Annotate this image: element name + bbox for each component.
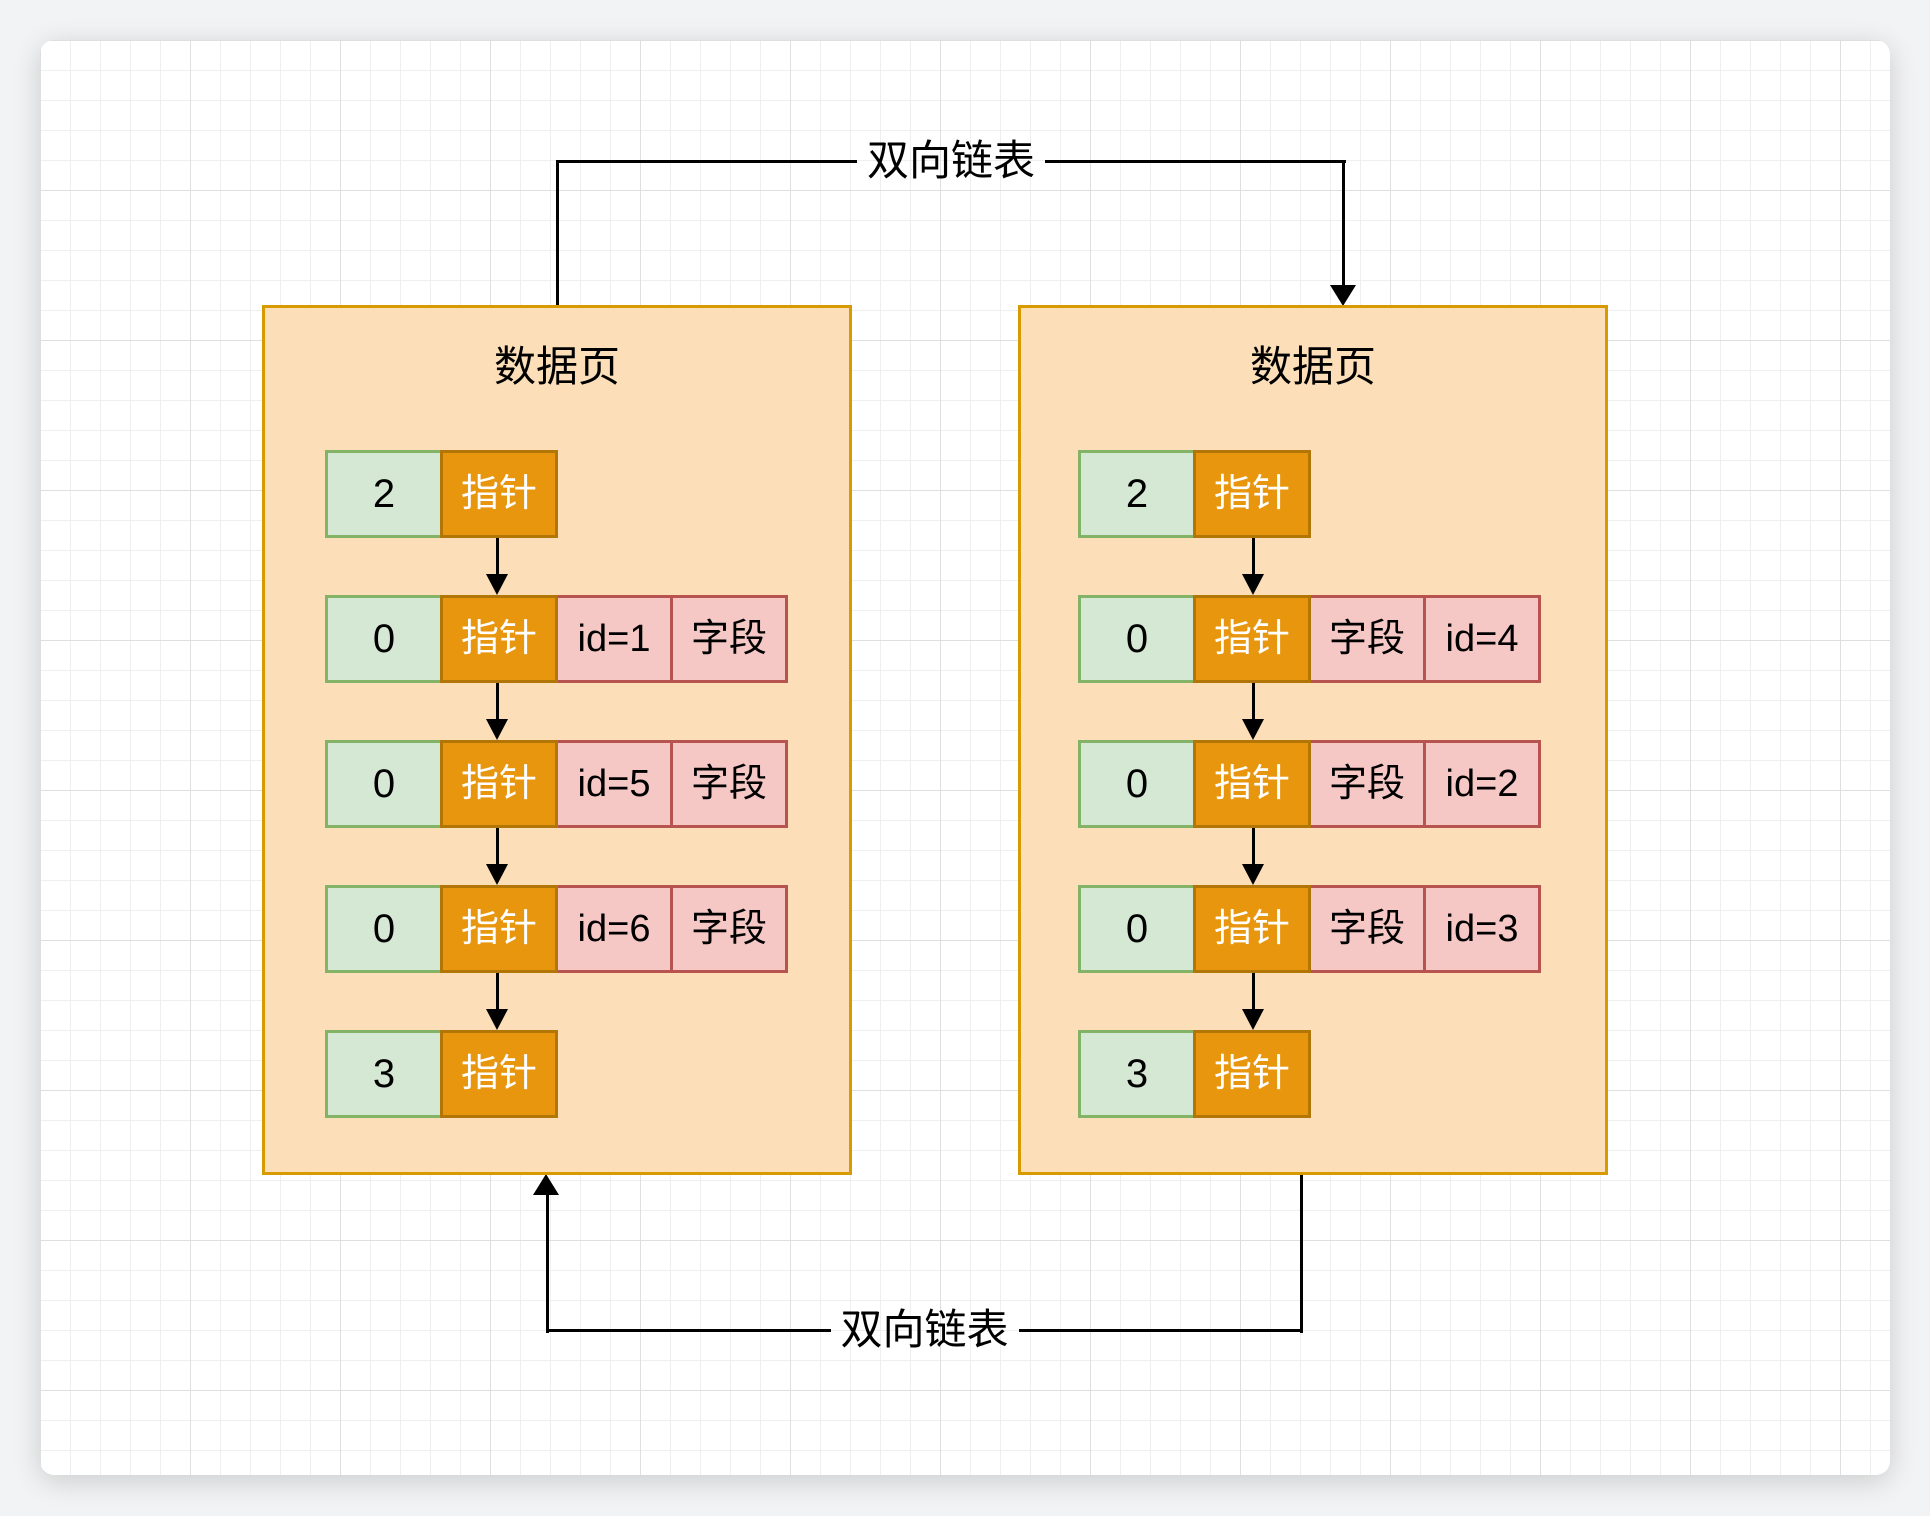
- page-title: 数据页: [1249, 343, 1376, 390]
- bottom-link-right-segment: [1300, 1175, 1303, 1333]
- record-row: 2 指针: [1078, 450, 1311, 538]
- record-row: 3 指针: [1078, 1030, 1311, 1118]
- bottom-link-label: 双向链表: [840, 1306, 1009, 1353]
- arrowhead-down-icon: [1330, 285, 1356, 306]
- record-id-cell: id=5: [555, 740, 673, 828]
- pointer-cell: 指针: [1193, 740, 1311, 828]
- top-link-horizontal: 双向链表: [556, 137, 1347, 184]
- record-id-cell: id=1: [555, 595, 673, 683]
- record-id-cell: id=4: [1423, 595, 1541, 683]
- pointer-arrow: [478, 683, 518, 740]
- pointer-cell: 指针: [1193, 595, 1311, 683]
- pointer-cell: 指针: [440, 740, 558, 828]
- pointer-arrow: [478, 973, 518, 1030]
- arrowhead-up-icon: [533, 1174, 559, 1195]
- top-link-right-segment: [1342, 160, 1345, 286]
- record-id-cell: id=6: [555, 885, 673, 973]
- pointer-cell: 指针: [1193, 885, 1311, 973]
- record-row: 0 指针 字段 id=3: [1078, 885, 1541, 973]
- link-line-segment: [556, 159, 857, 163]
- pointer-arrow: [1234, 683, 1274, 740]
- link-line-segment: [1018, 1328, 1303, 1332]
- pointer-cell: 指针: [440, 595, 558, 683]
- record-count-cell: 0: [325, 885, 443, 973]
- record-count-cell: 2: [325, 450, 443, 538]
- record-count-cell: 0: [1078, 740, 1196, 828]
- record-id-cell: id=2: [1423, 740, 1541, 828]
- record-row: 0 指针 id=1 字段: [325, 595, 788, 683]
- record-count-cell: 0: [325, 595, 443, 683]
- data-page-right: 数据页 2 指针 0 指针 字段 id=4 0 指针 字段 id=2 0: [1018, 305, 1608, 1175]
- pointer-cell: 指针: [1193, 1030, 1311, 1118]
- record-row: 0 指针 id=6 字段: [325, 885, 788, 973]
- record-field-cell: 字段: [1308, 740, 1426, 828]
- record-count-cell: 0: [1078, 885, 1196, 973]
- link-line-segment: [1045, 159, 1347, 163]
- record-row: 0 指针 字段 id=2: [1078, 740, 1541, 828]
- record-row: 0 指针 id=5 字段: [325, 740, 788, 828]
- record-id-cell: id=3: [1423, 885, 1541, 973]
- pointer-arrow: [1234, 973, 1274, 1030]
- record-row: 0 指针 字段 id=4: [1078, 595, 1541, 683]
- pointer-arrow: [478, 538, 518, 595]
- record-row: 2 指针: [325, 450, 558, 538]
- pointer-arrow: [478, 828, 518, 885]
- record-count-cell: 0: [325, 740, 443, 828]
- pointer-cell: 指针: [440, 885, 558, 973]
- record-field-cell: 字段: [670, 740, 788, 828]
- record-count-cell: 3: [1078, 1030, 1196, 1118]
- record-field-cell: 字段: [670, 885, 788, 973]
- record-field-cell: 字段: [1308, 885, 1426, 973]
- record-count-cell: 2: [1078, 450, 1196, 538]
- diagram-canvas: 双向链表 双向链表 数据页 2 指针: [40, 40, 1890, 1475]
- pointer-arrow: [1234, 538, 1274, 595]
- pointer-arrow: [1234, 828, 1274, 885]
- page-title: 数据页: [493, 343, 620, 390]
- pointer-cell: 指针: [440, 1030, 558, 1118]
- pointer-cell: 指针: [440, 450, 558, 538]
- record-count-cell: 3: [325, 1030, 443, 1118]
- record-row: 3 指针: [325, 1030, 558, 1118]
- data-page-left: 数据页 2 指针 0 指针 id=1 字段 0 指针 id=5 字段 0: [262, 305, 852, 1175]
- link-line-segment: [547, 1328, 831, 1332]
- record-count-cell: 0: [1078, 595, 1196, 683]
- record-field-cell: 字段: [670, 595, 788, 683]
- top-link-label: 双向链表: [867, 137, 1036, 184]
- bottom-link-horizontal: 双向链表: [547, 1306, 1303, 1353]
- pointer-cell: 指针: [1193, 450, 1311, 538]
- record-field-cell: 字段: [1308, 595, 1426, 683]
- top-link-left-segment: [556, 160, 559, 306]
- bottom-link-left-segment: [546, 1194, 549, 1333]
